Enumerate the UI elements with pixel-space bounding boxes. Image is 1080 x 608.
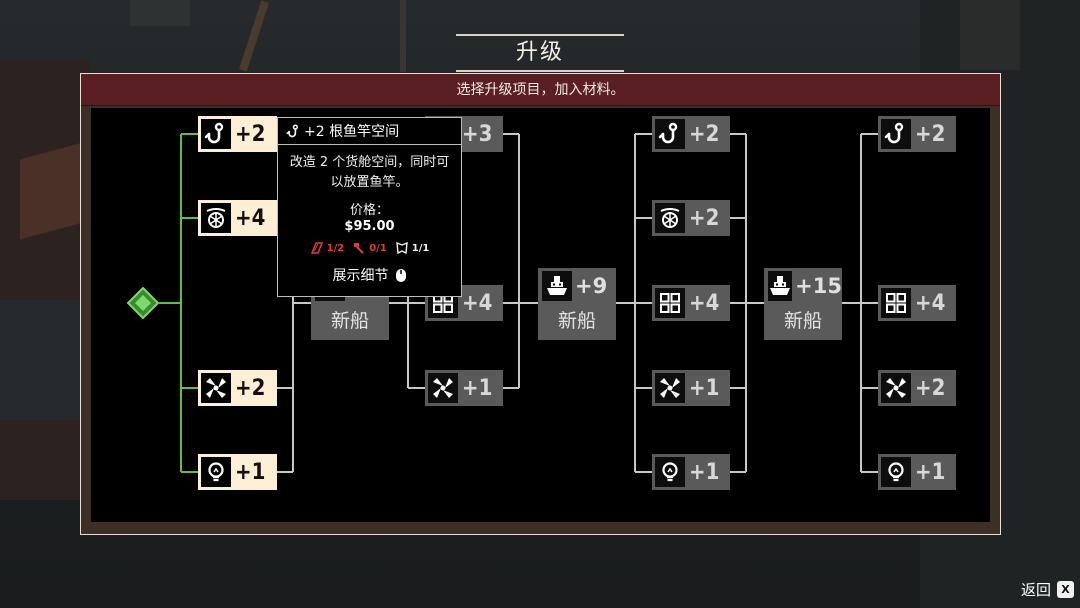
price-label: 价格： [349,203,389,218]
material-cloth: 1/1 [395,241,430,255]
node-value: +2 [235,121,266,147]
node-value: +4 [915,290,946,316]
node-value: +1 [462,375,493,401]
hook-icon [201,119,231,149]
tooltip-title: +2 根鱼竿空间 [304,124,400,140]
ship-label: 新船 [783,310,822,332]
ship-icon [542,271,572,301]
ship-value: +9 [575,274,608,298]
back-key-icon: X [1057,581,1074,598]
upgrade-node-engine-t4[interactable]: +2 [878,370,956,406]
back-label: 返回 [1020,581,1051,599]
bulb-icon [881,457,911,487]
node-value: +2 [689,205,720,231]
cloth-icon [395,241,408,255]
upgrade-node-rod-t4[interactable]: +2 [878,116,956,152]
node-value: +3 [462,121,493,147]
upgrade-node-light-t3[interactable]: +1 [652,454,730,490]
node-value: +2 [235,375,266,401]
material-bolt: 0/1 [352,241,387,255]
back-button[interactable]: 返回 X [1021,579,1074,600]
node-value: +4 [462,290,493,316]
upgrade-node-rod-t1[interactable]: +2 [198,116,277,152]
price-value: $95.00 [344,219,395,234]
net-icon [655,203,685,233]
node-value: +2 [915,375,946,401]
upgrade-node-light-t1[interactable]: +1 [198,454,277,490]
title-banner: 升级 [456,34,624,72]
ship-icon [768,271,793,301]
show-details-hint[interactable]: 展示细节 [278,265,461,285]
material-count: 1/1 [411,242,430,254]
detail-label: 展示细节 [332,268,389,284]
bolt-icon [354,243,364,254]
bulb-icon [201,457,231,487]
node-value: +2 [915,121,946,147]
grid-icon [881,288,911,318]
node-value: +4 [235,205,266,231]
start-diamond-icon [127,287,159,319]
upgrade-node-net-t1[interactable]: +4 [198,200,277,236]
hook-icon [655,119,685,149]
new-ship-node-3[interactable]: +15 新船 [764,268,842,340]
tooltip-header: +2 根鱼竿空间 [278,118,461,145]
upgrade-node-rod-t3[interactable]: +2 [652,116,730,152]
material-count: 0/1 [369,242,387,254]
ship-label: 新船 [557,310,596,332]
tooltip-description: 改造 2 个货舱空间，同时可以放置鱼竿。 [289,155,450,190]
node-value: +1 [235,459,266,485]
grid-icon [655,288,685,318]
upgrade-node-engine-t2[interactable]: +1 [425,370,503,406]
material-plank: 1/2 [310,241,345,255]
upgrade-node-hold-t4[interactable]: +4 [878,285,956,321]
ship-value: +15 [795,274,842,298]
node-value: +4 [689,290,720,316]
material-count: 1/2 [326,242,345,254]
hook-icon [286,124,304,139]
upgrade-node-engine-t3[interactable]: +1 [652,370,730,406]
propeller-icon [201,373,231,403]
page-title: 升级 [515,40,564,65]
ship-label: 新船 [330,310,369,332]
node-value: +1 [689,459,720,485]
upgrade-node-net-t3[interactable]: +2 [652,200,730,236]
material-costs: 1/2 0/1 1/1 [278,241,461,255]
node-value: +1 [689,375,720,401]
propeller-icon [881,373,911,403]
hook-icon [881,119,911,149]
propeller-icon [428,373,458,403]
instruction-bar: 选择升级项目，加入材料。 [81,74,1000,106]
node-value: +1 [915,459,946,485]
upgrade-tooltip: +2 根鱼竿空间 改造 2 个货舱空间，同时可以放置鱼竿。 价格： $95.00… [277,117,462,297]
propeller-icon [655,373,685,403]
new-ship-node-2[interactable]: +9 新船 [538,268,616,340]
upgrade-node-hold-t3[interactable]: +4 [652,285,730,321]
upgrade-node-engine-t1[interactable]: +2 [198,370,277,406]
node-value: +2 [689,121,720,147]
plank-icon [310,242,323,254]
upgrade-node-light-t4[interactable]: +1 [878,454,956,490]
net-icon [201,203,231,233]
bulb-icon [655,457,685,487]
mouse-icon [395,268,406,282]
